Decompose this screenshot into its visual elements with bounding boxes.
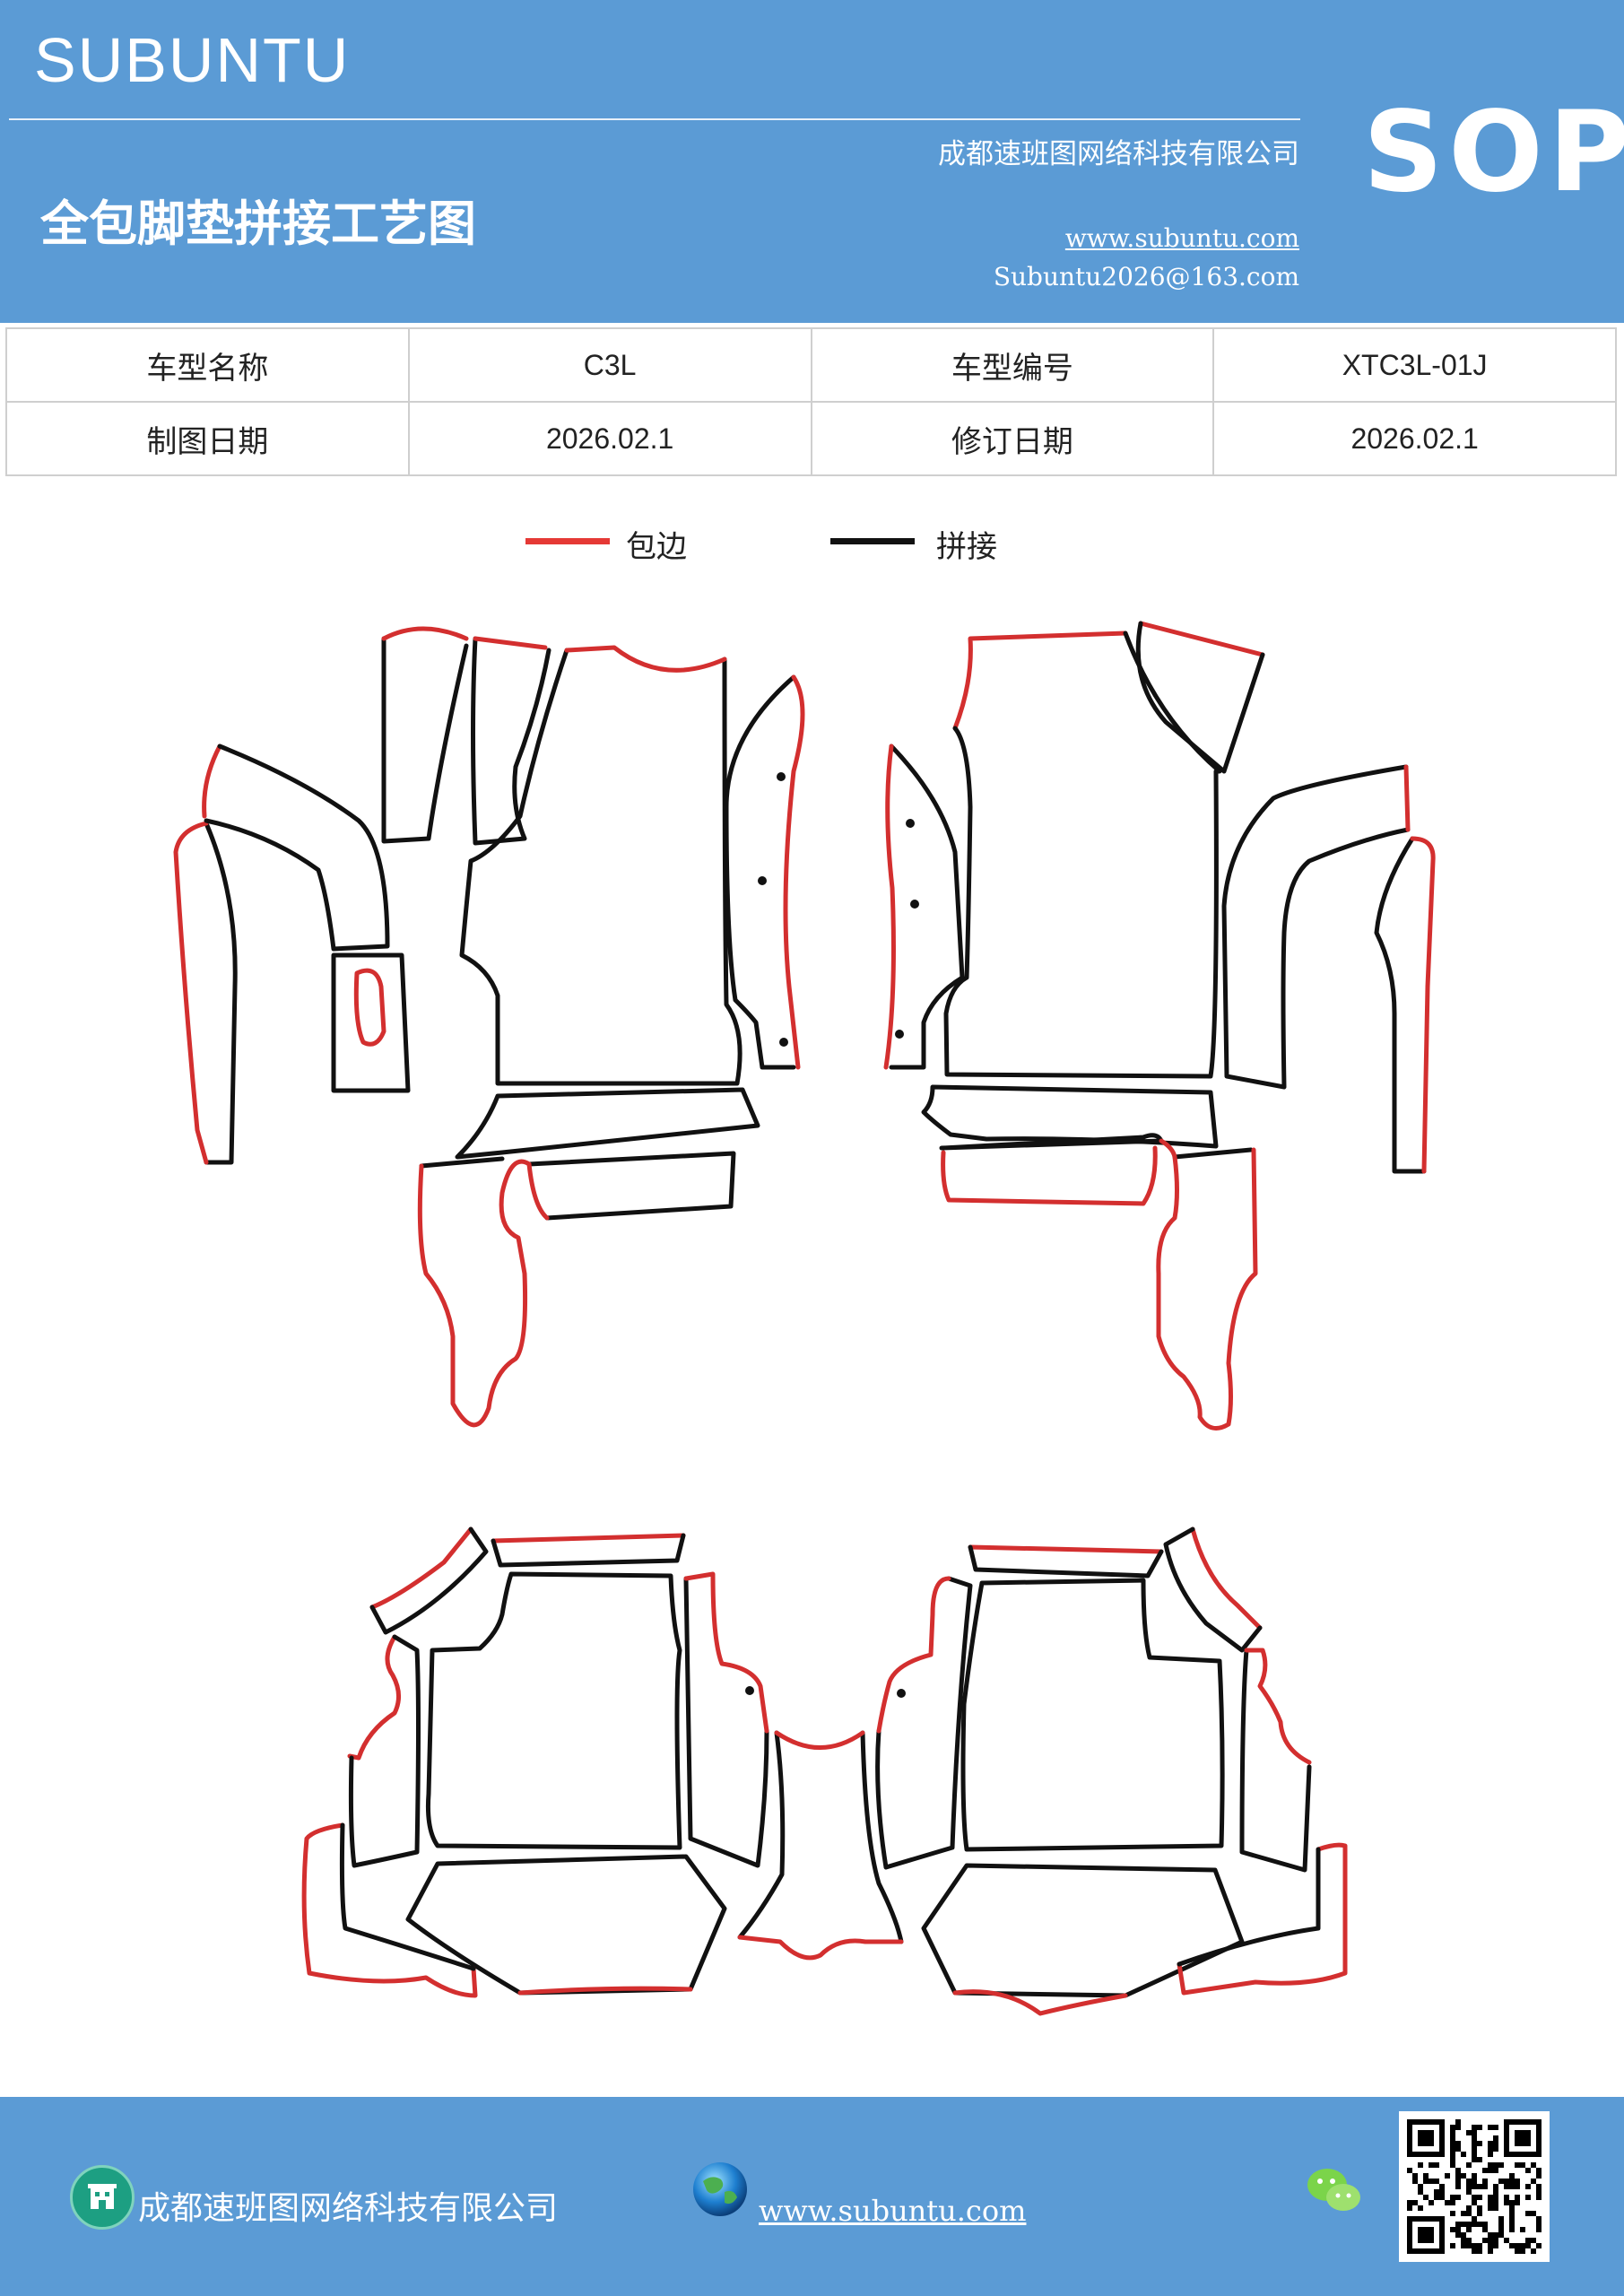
draw-date-label: 制图日期 [5, 401, 410, 476]
model-name-value: C3L [407, 327, 812, 403]
footer-company: 成都速班图网络科技有限公司 [138, 2190, 559, 2227]
legend-swatch-edge [525, 538, 610, 544]
legend-label-seam: 拼接 [936, 529, 997, 565]
front-right-pieces [883, 621, 1436, 1431]
rear-right-pieces [875, 1526, 1348, 2016]
draw-date-value: 2026.02.1 [407, 401, 812, 476]
header-email: Subuntu2026@163.com [993, 262, 1299, 291]
model-code-value: XTC3L-01J [1212, 327, 1617, 403]
wechat-icon [1304, 2163, 1363, 2217]
model-name-label: 车型名称 [5, 327, 410, 403]
table-row: 车型名称 C3L 车型编号 XTC3L-01J [5, 327, 1617, 403]
brand-name: SUBUNTU [34, 25, 351, 95]
revise-date-label: 修订日期 [810, 401, 1215, 476]
page-title: 全包脚垫拼接工艺图 [40, 196, 476, 252]
header-banner: SUBUNTU 成都速班图网络科技有限公司 全包脚垫拼接工艺图 www.subu… [0, 0, 1624, 323]
globe-icon [690, 2160, 750, 2219]
front-left-pieces [173, 626, 805, 1428]
header-divider [9, 118, 1300, 120]
revise-date-value: 2026.02.1 [1212, 401, 1617, 476]
rear-left-pieces [301, 1526, 904, 1998]
table-row: 制图日期 2026.02.1 修订日期 2026.02.1 [5, 401, 1617, 476]
legend-label-edge: 包边 [626, 529, 687, 565]
model-code-label: 车型编号 [810, 327, 1215, 403]
footer-banner: 成都速班图网络科技有限公司 www.subuntu.com [0, 2097, 1624, 2296]
legend: 包边 拼接 [0, 520, 1624, 574]
legend-swatch-seam [830, 538, 915, 544]
vehicle-info-table: 车型名称 C3L 车型编号 XTC3L-01J 制图日期 2026.02.1 修… [5, 327, 1617, 476]
footer-website-link[interactable]: www.subuntu.com [759, 2194, 1027, 2228]
qr-code-image [1399, 2111, 1550, 2262]
header-company: 成都速班图网络科技有限公司 [938, 138, 1299, 170]
sop-badge: SOP [1363, 88, 1624, 217]
company-building-icon [70, 2165, 135, 2230]
header-website-link[interactable]: www.subuntu.com [1064, 223, 1299, 253]
